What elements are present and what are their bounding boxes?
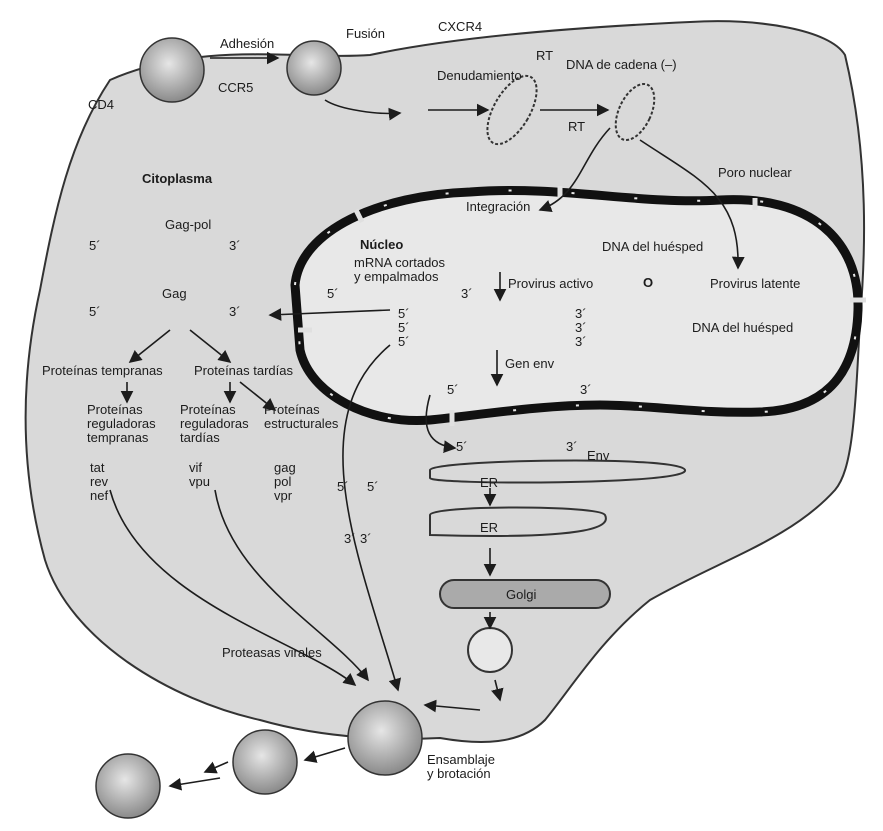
label-gen-env: Gen env xyxy=(505,356,555,371)
label-prot-tempranas: Proteínas tempranas xyxy=(42,363,163,378)
gene-tat: tat xyxy=(90,460,105,475)
tx1-5prime: 5´ xyxy=(398,306,410,321)
label-nucleo: Núcleo xyxy=(360,237,404,252)
genome-5prime-a: 5´ xyxy=(337,479,349,494)
label-reg-tardias: Proteínas reguladoras tardías xyxy=(180,402,249,445)
er-2 xyxy=(429,506,607,537)
gene-rev: rev xyxy=(90,474,109,489)
label-proteasas: Proteasas virales xyxy=(222,645,322,660)
label-dna-huesped-2: DNA del huésped xyxy=(692,320,794,335)
genome-3prime-a: 3´ xyxy=(344,531,356,546)
label-er-1: ER xyxy=(480,475,499,490)
tx3-5prime: 5´ xyxy=(398,334,410,349)
label-golgi: Golgi xyxy=(506,587,537,602)
label-ensamblaje: Ensamblaje y brotación xyxy=(427,752,495,781)
label-rt-mid: RT xyxy=(568,119,586,134)
label-dna-huesped-1: DNA del huésped xyxy=(602,239,704,254)
vesicle xyxy=(467,627,513,673)
label-env: Env xyxy=(587,448,610,463)
label-ccr5: CCR5 xyxy=(218,80,254,95)
golgi-shape xyxy=(439,579,611,609)
gene-nef: nef xyxy=(90,488,109,503)
label-adhesion: Adhesión xyxy=(220,36,275,51)
gene-gag: gag xyxy=(274,460,296,475)
gene-pol: pol xyxy=(274,474,292,489)
mrna-3prime: 3´ xyxy=(461,286,473,301)
label-dna-cadena: DNA de cadena (–) xyxy=(566,57,677,72)
gag-pol-3prime: 3´ xyxy=(229,238,241,253)
tx1-3prime: 3´ xyxy=(575,306,587,321)
label-poro-nuclear: Poro nuclear xyxy=(718,165,792,180)
label-cd4: CD4 xyxy=(88,97,115,112)
env-mrna-5prime: 5´ xyxy=(456,439,468,454)
gag-3prime: 3´ xyxy=(229,304,241,319)
label-cxcr4: CXCR4 xyxy=(438,19,483,34)
env-mrna-3prime: 3´ xyxy=(566,439,578,454)
genome-3prime-b: 3´ xyxy=(360,531,372,546)
nuclear-envelope xyxy=(290,186,863,426)
genome-5prime-b: 5´ xyxy=(367,479,379,494)
label-gag-pol: Gag-pol xyxy=(165,217,212,232)
env-gene-3prime: 3´ xyxy=(580,382,592,397)
label-gag: Gag xyxy=(162,286,187,301)
tx2-5prime: 5´ xyxy=(398,320,410,335)
label-prot-tardias: Proteínas tardías xyxy=(194,363,293,378)
label-citoplasma: Citoplasma xyxy=(142,171,213,186)
env-gene-5prime: 5´ xyxy=(447,382,459,397)
label-er-2: ER xyxy=(480,520,499,535)
label-provirus-activo: Provirus activo xyxy=(508,276,594,291)
tx3-3prime: 3´ xyxy=(575,334,587,349)
label-mrna: mRNA cortados y empalmados xyxy=(354,255,446,284)
arrows xyxy=(109,51,745,791)
label-rt-top: RT xyxy=(536,48,554,63)
mrna-5prime: 5´ xyxy=(327,286,339,301)
label-fusion: Fusión xyxy=(346,26,386,41)
gene-vpu: vpu xyxy=(189,474,210,489)
label-reg-tempranas: Proteínas reguladoras tempranas xyxy=(87,402,156,445)
gene-vpr: vpr xyxy=(274,488,293,503)
gag-pol-5prime: 5´ xyxy=(89,238,101,253)
label-provirus-latente: Provirus latente xyxy=(710,276,801,291)
label-integracion: Integración xyxy=(466,199,531,214)
label-denudamiento: Denudamiento xyxy=(437,68,522,83)
tx2-3prime: 3´ xyxy=(575,320,587,335)
gene-vif: vif xyxy=(189,460,202,475)
gag-5prime: 5´ xyxy=(89,304,101,319)
uncoating-capsids xyxy=(486,74,656,146)
label-o: O xyxy=(643,275,654,290)
virions xyxy=(95,37,423,819)
label-estructurales: Proteínas estructurales xyxy=(264,402,339,431)
er-1 xyxy=(429,459,687,484)
